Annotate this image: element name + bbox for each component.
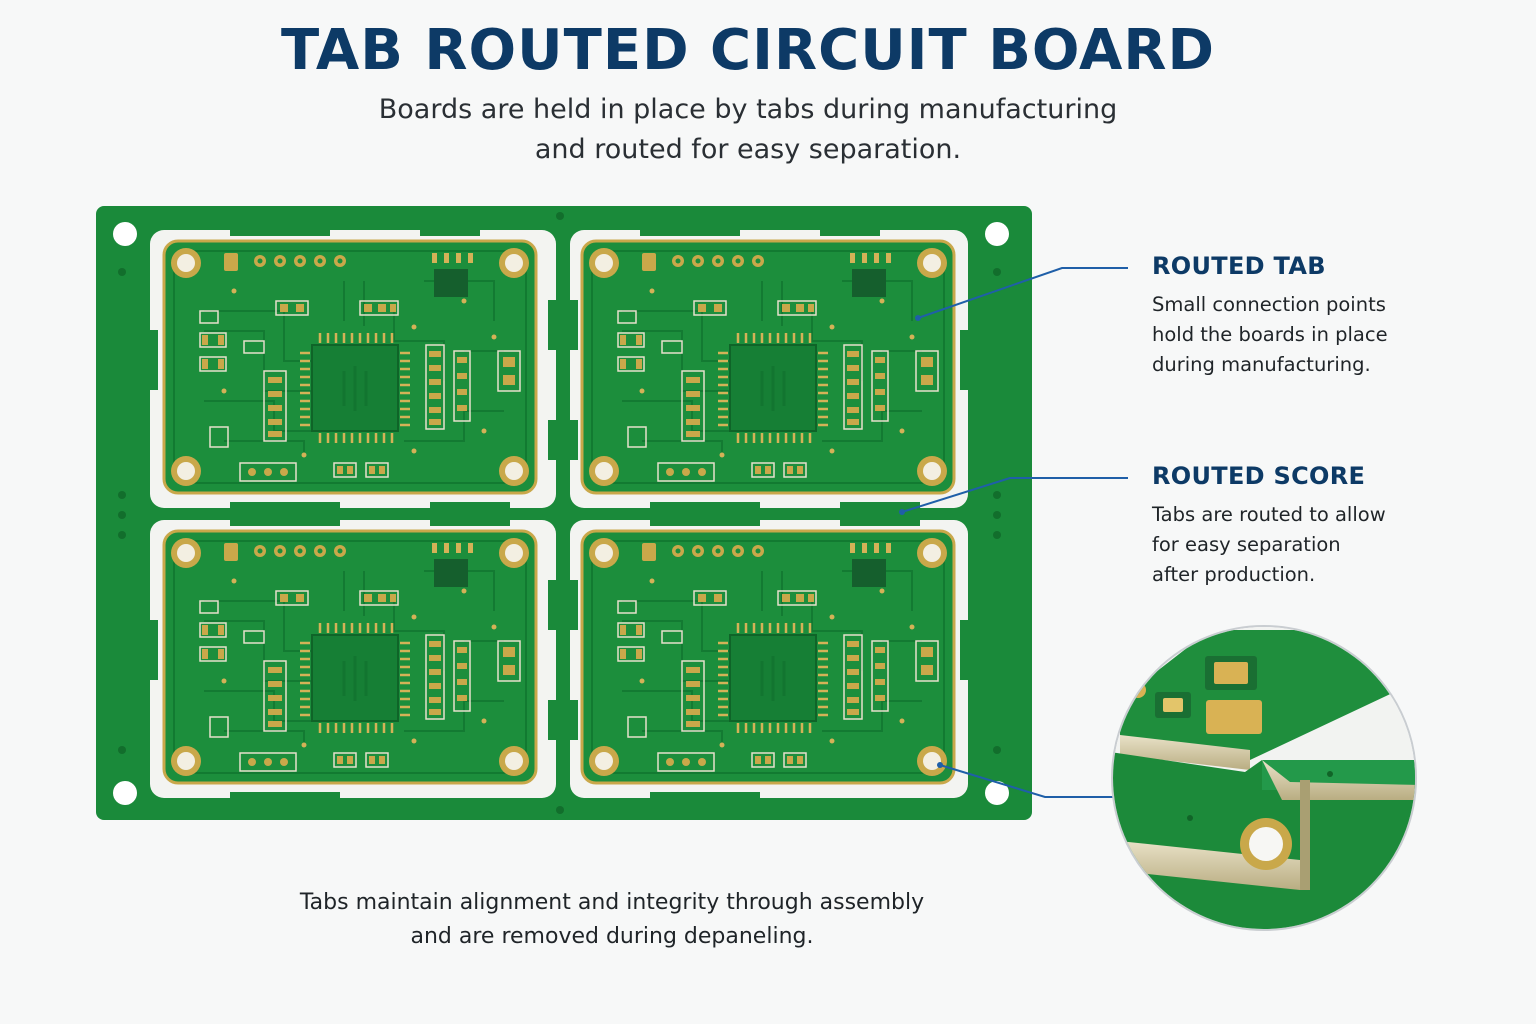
- footer-line-1: Tabs maintain alignment and integrity th…: [299, 890, 925, 915]
- callout-routed-score: ROUTED SCORE Tabs are routed to allow fo…: [1152, 462, 1512, 590]
- callout-routed-tab-heading: ROUTED TAB: [1152, 252, 1326, 280]
- callout-routed-tab: ROUTED TAB Small connection points hold …: [1152, 252, 1512, 380]
- callout-routed-tab-line-3: during manufacturing.: [1152, 353, 1371, 376]
- callout-routed-score-line-1: Tabs are routed to allow: [1152, 503, 1386, 526]
- routed-tab-closeup: [1111, 625, 1417, 931]
- callout-routed-score-text: Tabs are routed to allow for easy separa…: [1152, 500, 1512, 590]
- callout-routed-tab-text: Small connection points hold the boards …: [1152, 290, 1512, 380]
- callout-routed-score-line-2: for easy separation: [1152, 533, 1341, 556]
- footer-note: Tabs maintain alignment and integrity th…: [212, 886, 1012, 954]
- page-subtitle: Boards are held in place by tabs during …: [0, 90, 1496, 170]
- subtitle-line-1: Boards are held in place by tabs during …: [378, 94, 1118, 125]
- callout-routed-tab-line-1: Small connection points: [1152, 293, 1386, 316]
- leader-lines: [901, 267, 1128, 798]
- callout-routed-score-heading: ROUTED SCORE: [1152, 462, 1366, 490]
- callout-routed-score-line-3: after production.: [1152, 563, 1316, 586]
- pcb-panel: [96, 206, 1032, 820]
- subtitle-line-2: and routed for easy separation.: [534, 134, 962, 165]
- callout-routed-tab-line-2: hold the boards in place: [1152, 323, 1388, 346]
- page-title: TAB ROUTED CIRCUIT BOARD: [281, 18, 1215, 83]
- footer-line-2: and are removed during depaneling.: [410, 924, 814, 949]
